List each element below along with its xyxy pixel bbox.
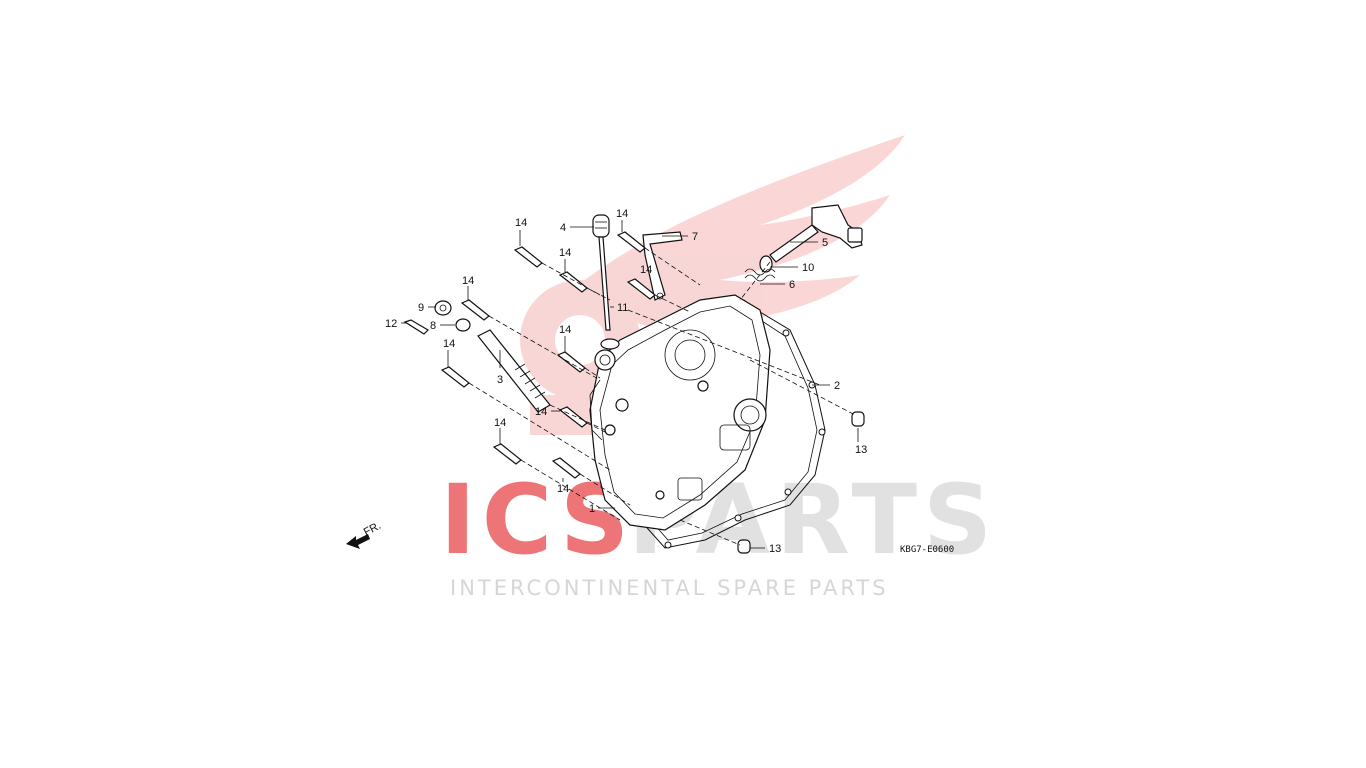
watermark-brand-ics: ICS	[440, 464, 635, 576]
callout-4: 4	[560, 222, 566, 234]
callout-13-a: 13	[855, 444, 867, 456]
right-crankcase-cover	[589, 294, 771, 531]
callout-14-g: 14	[443, 338, 455, 350]
front-direction-arrow-icon: FR.	[346, 520, 383, 549]
callout-14-c: 14	[559, 247, 571, 259]
kick-spindle	[769, 204, 863, 263]
callout-1: 1	[589, 503, 595, 515]
oil-seal	[434, 300, 452, 316]
callout-5: 5	[822, 237, 828, 249]
watermark-tagline: INTERCONTINENTAL SPARE PARTS	[450, 576, 889, 600]
callout-14-e: 14	[462, 275, 474, 287]
callout-labels: 14 4 14 7 5 14 14 10 6 14 11 9 8 12 14 1…	[385, 208, 867, 555]
dowel-pin-upper	[851, 411, 865, 427]
oil-filler-cap	[592, 214, 611, 331]
assembly-lines	[468, 247, 856, 546]
callout-9: 9	[418, 302, 424, 314]
callout-7: 7	[692, 231, 698, 243]
bracket-plate	[642, 231, 683, 301]
callout-13-b: 13	[769, 543, 781, 555]
figure-code: KBG7-E0600	[900, 545, 954, 555]
o-ring	[600, 338, 620, 350]
small-bolt	[403, 319, 429, 335]
callout-3: 3	[497, 374, 503, 386]
callout-10: 10	[802, 262, 814, 274]
callout-6: 6	[789, 279, 795, 291]
callout-14-h: 14	[535, 406, 547, 418]
callout-14-a: 14	[515, 217, 527, 229]
callout-14-d: 14	[640, 264, 652, 276]
callout-12: 12	[385, 318, 397, 330]
bolts	[440, 231, 656, 479]
direction-label: FR.	[362, 520, 383, 539]
callout-14-j: 14	[557, 483, 569, 495]
callout-14-b: 14	[616, 208, 628, 220]
callout-11: 11	[617, 302, 628, 314]
shaft-washer	[455, 318, 471, 332]
callout-14-f: 14	[559, 324, 571, 336]
leader-lines	[401, 220, 859, 549]
callout-14-i: 14	[494, 417, 506, 429]
spindle-washer	[759, 255, 773, 273]
callout-2: 2	[834, 380, 840, 392]
callout-8: 8	[430, 320, 436, 332]
dowel-pin-lower	[737, 539, 751, 554]
